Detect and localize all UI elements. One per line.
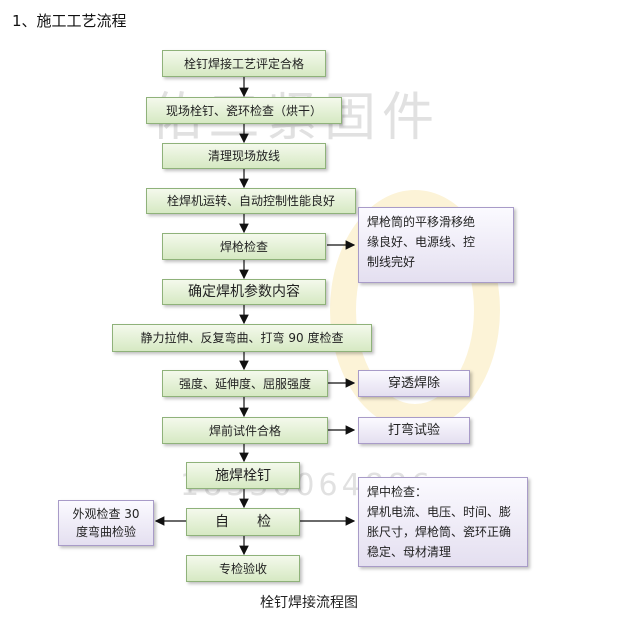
flow-step-pre-weld-sample: 焊前试件合格 xyxy=(162,417,328,444)
flow-step-label: 强度、延伸度、屈服强度 xyxy=(178,376,311,391)
note-penetrate-weld: 穿透焊除 xyxy=(358,370,470,397)
flow-step-self-check: 自 检 xyxy=(186,508,300,536)
flow-step-acceptance: 专检验收 xyxy=(186,555,300,582)
note-visual-inspection: 外观检查 30 度弯曲检验 xyxy=(58,500,154,546)
flow-step-label: 清理现场放线 xyxy=(207,149,280,163)
flow-step-label: 自 检 xyxy=(215,514,271,530)
figure-caption: 栓钉焊接流程图 xyxy=(260,595,358,611)
section-heading: 1、施工工艺流程 xyxy=(12,12,127,30)
note-bend-test: 打弯试验 xyxy=(358,417,470,444)
flow-step-label: 静力拉伸、反复弯曲、打弯 90 度检查 xyxy=(140,331,344,345)
flow-step-strength: 强度、延伸度、屈服强度 xyxy=(162,370,328,397)
flow-step-label: 专检验收 xyxy=(218,561,267,576)
note-line: 外观检查 30 xyxy=(72,507,140,521)
note-line: 焊机电流、电压、时间、膨 xyxy=(367,505,512,519)
note-line: 稳定、母材清理 xyxy=(367,545,452,559)
flow-step-label: 栓焊机运转、自动控制性能良好 xyxy=(166,194,335,208)
flow-step-machine-run: 栓焊机运转、自动控制性能良好 xyxy=(146,188,356,214)
flow-step-weld-qualification: 栓钉焊接工艺评定合格 xyxy=(162,50,326,77)
flow-step-label: 焊前试件合格 xyxy=(208,423,281,438)
flow-step-weld-studs: 施焊栓钉 xyxy=(186,462,300,489)
note-line: 焊中检查： xyxy=(367,485,428,499)
note-line: 胀尺寸，焊枪筒、瓷环正确 xyxy=(367,525,512,539)
note-in-process-inspection: 焊中检查： 焊机电流、电压、时间、膨 胀尺寸，焊枪筒、瓷环正确 稳定、母材清理 xyxy=(358,477,528,567)
note-line: 度弯曲检验 xyxy=(75,525,136,539)
flow-step-label: 焊枪检查 xyxy=(219,239,268,254)
flow-step-label: 栓钉焊接工艺评定合格 xyxy=(183,56,304,71)
flow-step-parameters: 确定焊机参数内容 xyxy=(162,279,326,305)
note-line: 缘良好、电源线、控 xyxy=(367,235,476,249)
flow-step-label: 施焊栓钉 xyxy=(215,467,271,484)
note-label: 打弯试验 xyxy=(387,422,440,438)
note-label: 穿透焊除 xyxy=(387,375,440,391)
flow-step-label: 确定焊机参数内容 xyxy=(188,284,300,300)
note-gun-condition: 焊枪筒的平移滑移绝 缘良好、电源线、控 制线完好 xyxy=(358,207,514,283)
note-line: 制线完好 xyxy=(367,255,416,269)
flow-step-stud-check: 现场栓钉、瓷环检查（烘干） xyxy=(146,97,342,124)
flow-step-layout: 清理现场放线 xyxy=(162,143,326,169)
flow-step-tensile-bend: 静力拉伸、反复弯曲、打弯 90 度检查 xyxy=(112,324,372,352)
note-line: 焊枪筒的平移滑移绝 xyxy=(367,215,476,229)
flow-step-label: 现场栓钉、瓷环检查（烘干） xyxy=(165,103,322,118)
flow-step-gun-check: 焊枪检查 xyxy=(162,233,326,260)
